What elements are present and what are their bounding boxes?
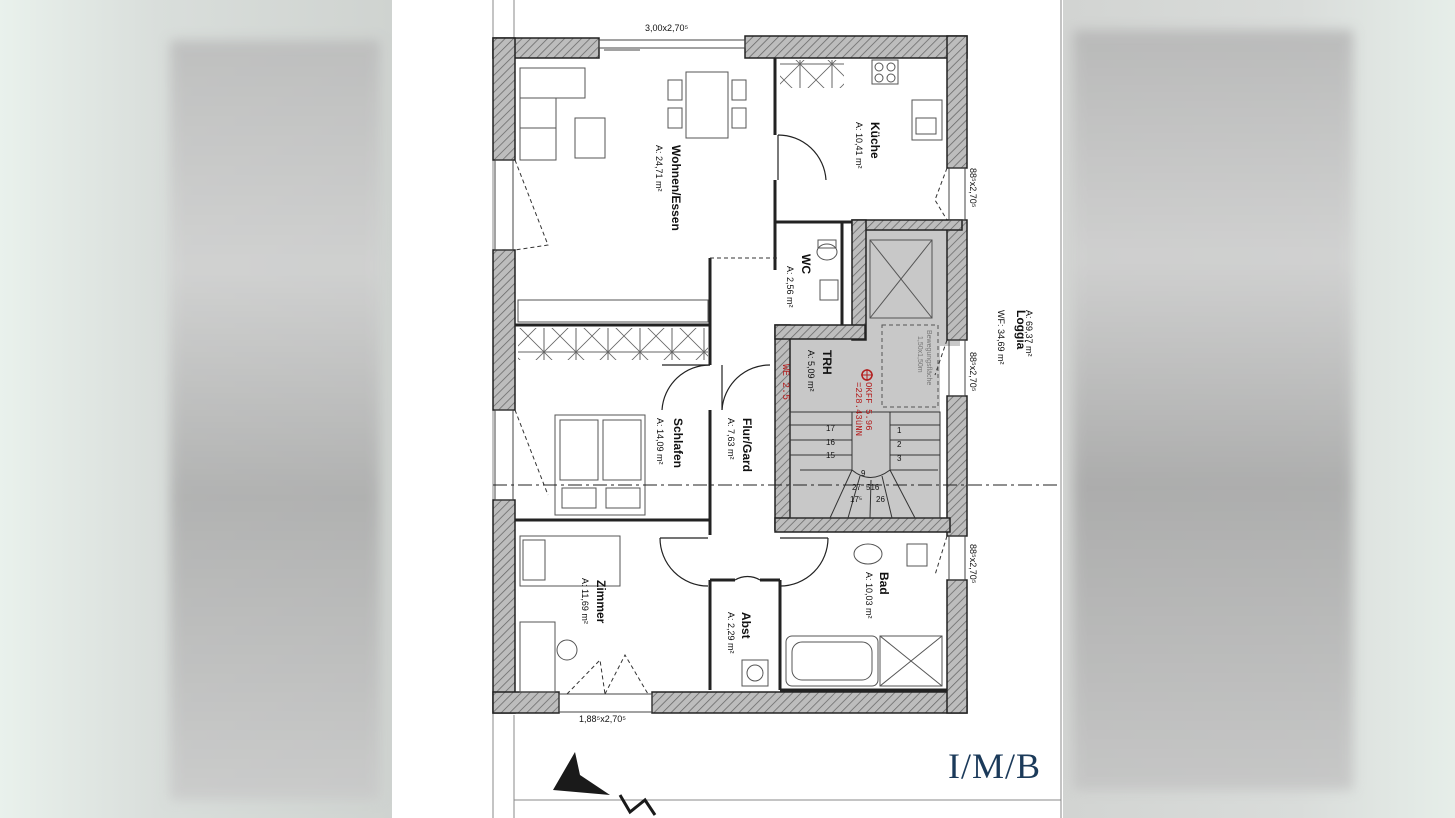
room-abst: Abst A: 2,29 m² [726,612,753,654]
stair-numbers: 17 16 15 1 2 3 9 27 516 17⁵ 26 [826,424,902,504]
wardrobe [518,328,708,360]
room-area: A: 2,56 m² [785,266,795,308]
okff-label: OKFF 5.96 [863,382,873,431]
step-26: 26 [876,495,885,504]
step-1: 1 [897,426,902,435]
room-area: A: 2,29 m² [726,612,736,654]
room-name: Schlafen [671,418,685,468]
bewegung-label-1: Bewegungsfläche [925,330,932,385]
blurred-background-left [0,0,392,818]
room-name: Küche [868,122,882,159]
step-15: 15 [826,451,835,460]
we-label: WE 2.5 [779,364,790,400]
room-area: A: 11,69 m² [580,578,590,624]
blurred-background-right [1063,0,1455,818]
room-name: Flur/Gard [740,418,754,472]
exterior-walls [492,35,968,714]
room-area: A: 69,37 m² [1024,310,1034,357]
room-name: Abst [739,612,753,639]
dim-right-bath: 88⁵x2,70⁵ [968,544,978,584]
staircase-area [790,338,940,518]
dim-right-kitchen: 88⁵x2,70⁵ [968,168,978,208]
room-zimmer: Zimmer A: 11,69 m² [580,578,608,624]
room-name: Bad [877,572,891,595]
room-flur: Flur/Gard A: 7,63 m² [726,418,754,472]
door-swings [659,134,829,587]
nn-label: =228.43üNN [853,382,863,436]
room-wf: WF: 34,69 m² [996,310,1006,365]
room-area: A: 7,63 m² [726,418,736,460]
room-kueche: Küche A: 10,41 m² [854,122,882,169]
room-name: Wohnen/Essen [669,145,683,231]
step-516: 516 [866,483,880,492]
dim-right-loggia: 88⁵x2,70⁵ [968,352,978,392]
step-175: 17⁵ [850,495,862,504]
step-3: 3 [897,454,902,463]
room-schlafen: Schlafen A: 14,09 m² [655,418,685,468]
room-area: A: 24,71 m² [654,145,664,192]
north-arrow-icon [553,752,657,816]
kitchen-counter [780,60,844,88]
imb-logo: I/M/B [948,746,1041,786]
room-name: TRH [820,350,834,375]
step-9: 9 [861,469,866,478]
room-name: Zimmer [594,580,608,624]
room-area: A: 14,09 m² [655,418,665,465]
step-2: 2 [897,440,902,449]
room-name: WC [799,254,813,274]
room-wohnen: Wohnen/Essen A: 24,71 m² [654,145,683,231]
room-trh: TRH A: 5,09 m² [806,350,834,392]
room-name: Loggia [1014,310,1028,350]
room-bad: Bad A: 10,03 m² [864,572,891,619]
room-area: A: 5,09 m² [806,350,816,392]
step-16: 16 [826,438,835,447]
room-wc: WC A: 2,56 m² [785,254,813,308]
step-17: 17 [826,424,835,433]
dim-bottom: 1,88⁵x2,70⁵ [579,714,626,724]
room-area: A: 10,41 m² [854,122,864,169]
furniture [519,59,943,693]
room-loggia: Loggia A: 69,37 m² WF: 34,69 m² [996,310,1034,365]
bewegung-label-2: 1,50x1,50m [916,336,923,373]
step-27: 27 [852,483,861,492]
staircase [789,411,941,519]
dim-top: 3,00x2,70⁵ [645,23,689,33]
room-area: A: 10,03 m² [864,572,874,619]
interior-walls [515,58,947,692]
